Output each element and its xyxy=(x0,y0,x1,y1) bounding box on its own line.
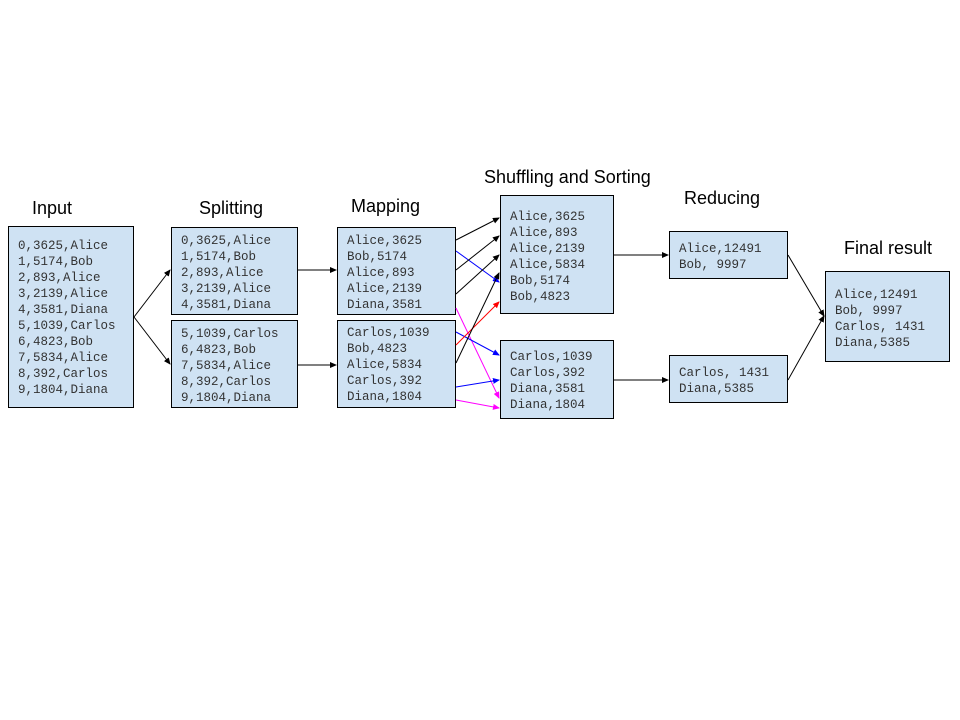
record-line: 5,1039,Carlos xyxy=(181,327,279,341)
arrow-bob-5174 xyxy=(455,250,500,283)
arrow-diana-1804 xyxy=(455,399,500,410)
record-line: Alice,893 xyxy=(347,266,415,280)
record-line: Carlos, 1431 xyxy=(679,366,770,380)
record-line: 3,2139,Alice xyxy=(181,282,272,296)
record-line: 7,5834,Alice xyxy=(181,359,272,373)
split-box-1: 0,3625,Alice 1,5174,Bob 2,893,Alice 3,2139,… xyxy=(171,227,298,315)
arrow-input-split-2 xyxy=(133,316,171,365)
record-line: 1,5174,Bob xyxy=(181,250,257,264)
stage-title-mapping: Mapping xyxy=(351,196,421,216)
record-line: 2,893,Alice xyxy=(18,271,101,285)
record-line: Alice,12491 xyxy=(679,242,762,256)
record-line: Carlos,392 xyxy=(347,374,423,388)
record-line: 9,1804,Diana xyxy=(18,383,109,397)
input-box: 0,3625,Alice 1,5174,Bob 2,893,Alice 3,2139,… xyxy=(8,226,134,408)
stage-title-reducing: Reducing xyxy=(684,188,761,208)
record-line: Diana,1804 xyxy=(347,390,423,404)
stage-title-splitting: Splitting xyxy=(199,198,264,218)
record-line: 4,3581,Diana xyxy=(181,298,272,312)
record-line: Alice,3625 xyxy=(510,210,586,224)
record-line: 3,2139,Alice xyxy=(18,287,109,301)
record-line: Alice,3625 xyxy=(347,234,423,248)
record-line: Carlos,1039 xyxy=(347,326,430,340)
record-line: Bob,4823 xyxy=(347,342,408,356)
record-line: Diana,1804 xyxy=(510,398,586,412)
arrow-alice-5834 xyxy=(455,272,500,364)
stage-title-input: Input xyxy=(32,198,73,218)
arrow-diana-3581 xyxy=(455,307,500,399)
record-line: Carlos,392 xyxy=(510,366,586,380)
arrow-alice-3625 xyxy=(455,217,500,241)
record-line: 0,3625,Alice xyxy=(18,239,109,253)
arrow-reduce2-final xyxy=(787,315,825,381)
record-line: Alice,2139 xyxy=(510,242,586,256)
record-line: Bob,5174 xyxy=(510,274,571,288)
record-line: 0,3625,Alice xyxy=(181,234,272,248)
arrow-reduce1-final xyxy=(787,254,825,317)
record-line: Alice,893 xyxy=(510,226,578,240)
record-line: Alice,2139 xyxy=(347,282,423,296)
arrow-carlos-1039 xyxy=(455,331,500,356)
stage-title-shuffling: Shuffling and Sorting xyxy=(484,167,651,187)
record-line: Alice,12491 xyxy=(835,288,918,302)
record-line: Diana,5385 xyxy=(679,382,755,396)
split-box-2: 5,1039,Carlos 6,4823,Bob 7,5834,Alice 8,392… xyxy=(171,320,298,408)
record-line: 5,1039,Carlos xyxy=(18,319,116,333)
record-line: Carlos,1039 xyxy=(510,350,593,364)
record-line: Carlos, 1431 xyxy=(835,320,926,334)
record-line: 8,392,Carlos xyxy=(181,375,272,389)
arrow-carlos-392 xyxy=(455,378,500,388)
record-line: 2,893,Alice xyxy=(181,266,264,280)
record-line: 1,5174,Bob xyxy=(18,255,94,269)
record-line: 6,4823,Bob xyxy=(18,335,94,349)
record-line: Bob, 9997 xyxy=(679,258,747,272)
record-line: 7,5834,Alice xyxy=(18,351,109,365)
record-line: Diana,3581 xyxy=(347,298,423,312)
record-line: Bob, 9997 xyxy=(835,304,903,318)
record-line: Diana,3581 xyxy=(510,382,586,396)
record-line: 9,1804,Diana xyxy=(181,391,272,405)
arrow-alice-893 xyxy=(455,235,500,271)
record-line: 6,4823,Bob xyxy=(181,343,257,357)
arrow-input-split-1 xyxy=(133,269,171,318)
record-line: 4,3581,Diana xyxy=(18,303,109,317)
arrow-bob-4823 xyxy=(455,301,500,346)
arrow-alice-2139 xyxy=(455,254,500,295)
record-line: Bob,4823 xyxy=(510,290,571,304)
record-line: Alice,5834 xyxy=(347,358,423,372)
record-line: Diana,5385 xyxy=(835,336,911,350)
stage-title-final: Final result xyxy=(844,238,933,258)
record-line: Alice,5834 xyxy=(510,258,586,272)
record-line: Bob,5174 xyxy=(347,250,408,264)
record-line: 8,392,Carlos xyxy=(18,367,109,381)
